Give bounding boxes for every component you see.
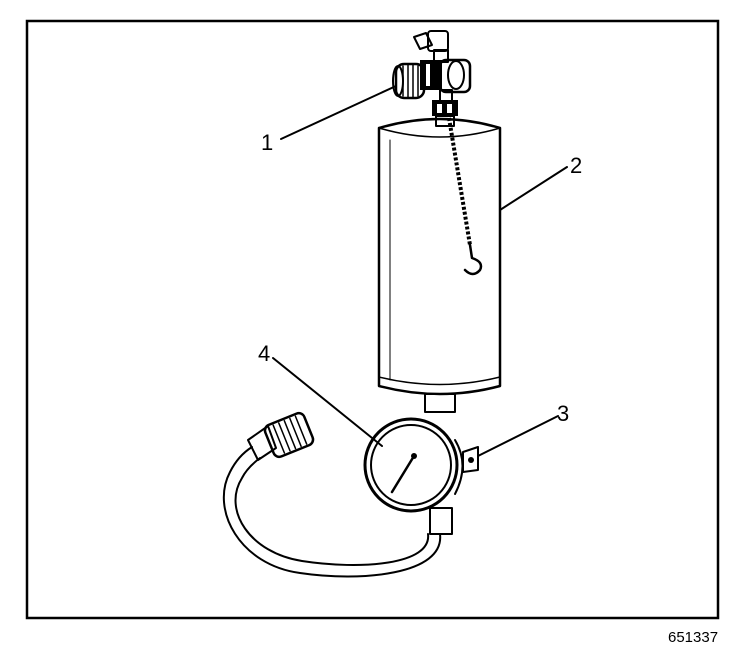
leader-1 [280, 85, 397, 140]
hook-icon [463, 243, 483, 276]
hose-assembly [222, 411, 442, 578]
pressure-gauge [363, 393, 479, 535]
callout-3: 3 [557, 401, 569, 426]
side-fitting [462, 446, 479, 473]
callout-2: 2 [570, 153, 582, 178]
gauge-needle [390, 454, 416, 494]
leader-3 [477, 415, 559, 457]
valve-assembly [392, 30, 472, 127]
callout-4: 4 [258, 341, 270, 366]
leader-4 [272, 357, 383, 447]
chain [447, 117, 472, 246]
callout-1: 1 [261, 130, 273, 155]
quick-coupler [263, 411, 315, 459]
leader-2 [499, 166, 568, 211]
hose [222, 446, 442, 578]
diagram-frame [25, 19, 720, 620]
figure-number: 651337 [668, 629, 718, 646]
canister [377, 117, 502, 396]
